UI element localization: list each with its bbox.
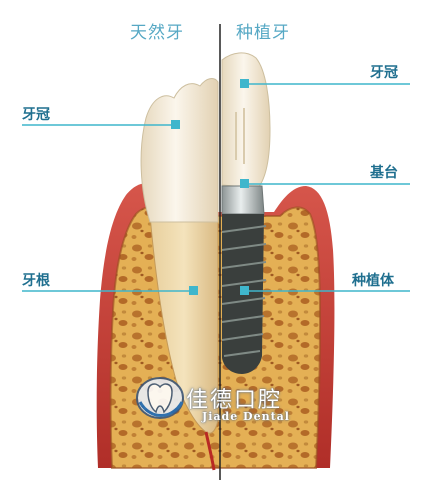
tooth-logo-icon	[137, 378, 183, 418]
label-implant-body: 种植体	[352, 270, 394, 290]
label-abutment: 基台	[370, 162, 398, 182]
label-left-crown: 牙冠	[22, 104, 50, 124]
implant-tooth-heading: 种植牙	[236, 18, 290, 43]
watermark-brand-en: Jiade Dental	[202, 410, 290, 423]
abutment-shape	[222, 186, 264, 214]
label-left-root: 牙根	[22, 270, 50, 290]
label-right-crown: 牙冠	[370, 62, 398, 82]
natural-tooth-crown	[141, 79, 218, 222]
natural-tooth-heading: 天然牙	[130, 18, 184, 43]
implant-crown	[222, 53, 270, 188]
